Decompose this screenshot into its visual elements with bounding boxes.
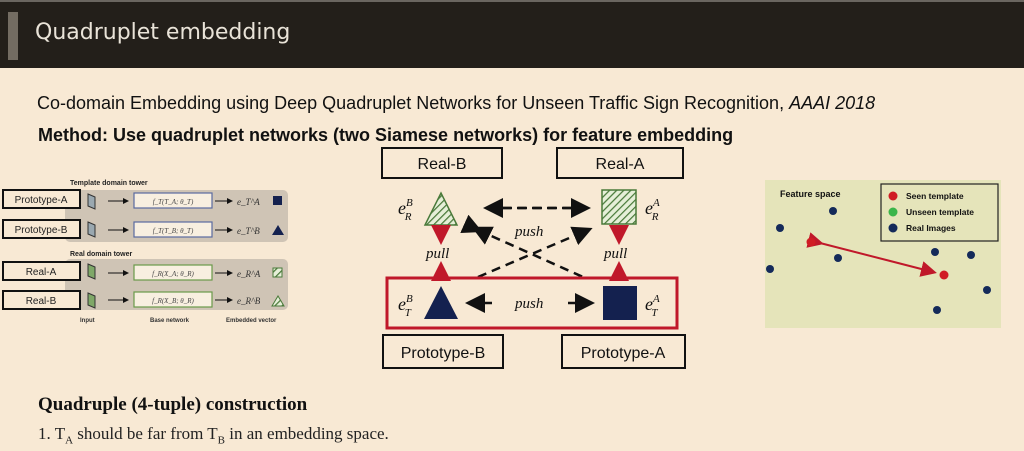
square-icon [273,196,282,205]
function-label: f_R(X_A; θ_R) [152,270,194,278]
input-label: Prototype-A [15,195,68,206]
push-label-bottom: push [514,296,543,312]
legend-seen-template: Seen template [906,191,964,201]
legend-box [880,183,999,242]
function-label: f_T(T_B; θ_T) [153,227,194,235]
prototype-b-label: Prototype-B [401,345,485,362]
list-item: 1. TA should be far from TB in an embedd… [38,424,389,447]
real-a-box [556,147,684,179]
function-label: f_R(X_B; θ_R) [152,297,194,305]
column-label: Input [80,318,95,324]
template-group-box [385,276,679,330]
citation: Co-domain Embedding using Deep Quadruple… [37,93,875,114]
tower-row: Real-A f_R(X_A; θ_R) e_R^A [2,261,283,281]
hatched-triangle-icon [271,295,285,307]
hatched-square-icon [272,267,283,278]
real-b-box [381,147,503,179]
network-architecture-diagram: Template domain tower Real domain tower … [2,180,288,324]
feature-space-diagram: Feature space Seen template Unseen templ… [765,180,1001,328]
prototype-a-square [603,286,637,320]
push-dashed-arrows [460,198,593,279]
input-label: Prototype-B [15,225,68,236]
legend-unseen-template: Unseen template [906,207,974,217]
pull-arrows [431,225,629,281]
section-heading: Quadruple (4-tuple) construction [38,394,308,415]
tower-row: Prototype-A f_T(T_A; θ_T) e_T^A [2,189,282,210]
feature-space-title: Feature space [780,189,841,199]
embedding-label: e_T^B [237,226,260,236]
citation-venue: AAAI 2018 [789,93,876,113]
slide-header: Quadruplet embedding [0,0,1024,68]
prototype-b-triangle [424,286,458,319]
prototype-a-box [561,334,686,369]
prototype-a-label: Prototype-A [581,345,666,362]
embedding-label: e_T^A [237,197,260,207]
embedding-label: e_R^B [237,296,261,306]
template-tower-label: Template domain tower [70,180,148,187]
feature-space-panel [765,180,1001,328]
seen-template-point [939,270,949,280]
slide-title: Quadruplet embedding [35,20,291,45]
real-b-triangle [423,191,459,226]
real-b-label: Real-B [418,156,467,173]
input-label: Real-A [26,267,57,278]
column-label: Embedded vector [226,318,277,324]
real-a-label: Real-A [596,156,645,173]
real-a-square [601,189,637,225]
column-label: Base network [150,318,190,324]
pull-label-left: pull [425,246,449,262]
function-label: f_T(T_A; θ_T) [153,198,194,206]
triangle-icon [272,225,284,235]
prototype-b-box [382,334,504,369]
legend-real-images: Real Images [906,223,956,233]
push-label-top: push [514,224,543,240]
header-accent-bar [8,12,18,60]
pull-label-right: pull [603,246,627,262]
tower-row: Prototype-B f_T(T_B; θ_T) e_T^B [2,219,284,239]
seen-template-point [806,237,816,247]
distance-arrow [806,232,937,277]
input-label: Real-B [26,296,57,307]
citation-text: Co-domain Embedding using Deep Quadruple… [37,93,790,113]
embedding-label: e_R^A [237,269,261,279]
method-heading: Method: Use quadruplet networks (two Sia… [38,125,734,145]
tower-row: Real-B f_R(X_B; θ_R) e_R^B [2,290,285,310]
real-tower-label: Real domain tower [70,251,133,258]
